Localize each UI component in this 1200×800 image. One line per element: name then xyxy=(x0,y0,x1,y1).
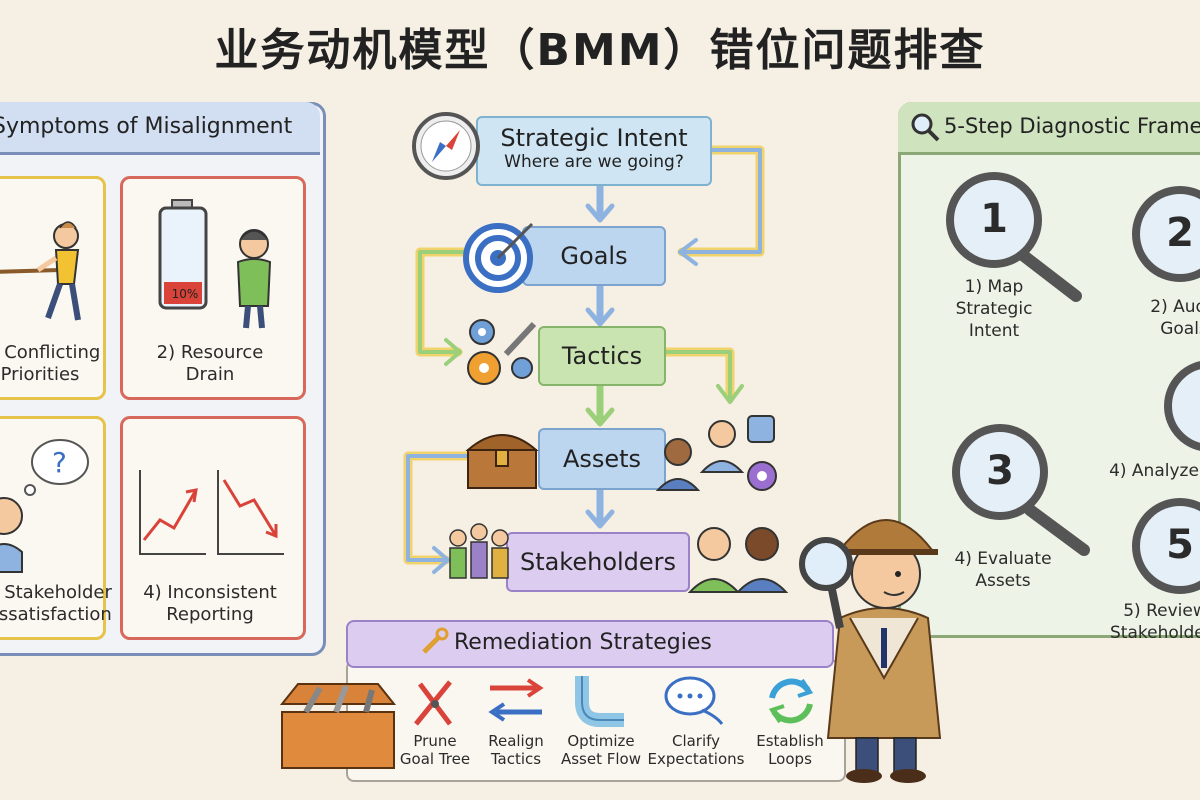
strategic-intent-title: Strategic Intent xyxy=(500,124,688,152)
rem-label-optimize: Optimize Asset Flow xyxy=(560,732,641,768)
symptom-card-resource-drain xyxy=(120,176,306,400)
refresh-loop-icon xyxy=(768,678,814,724)
tug-of-war-icon xyxy=(0,221,81,321)
group-people-icon xyxy=(449,523,509,579)
pruning-shears-icon xyxy=(414,680,452,726)
pipe-icon xyxy=(575,676,624,727)
stakeholders-box: Stakeholders xyxy=(506,532,690,592)
page-title: 业务动机模型（BMM）错位问题排查 xyxy=(214,25,986,76)
speech-bubbles-icon xyxy=(664,676,724,725)
symptom-card-conflicting xyxy=(0,176,106,400)
gears-icon xyxy=(467,319,537,385)
diverging-charts-icon xyxy=(139,470,284,555)
symptom-label-resource-drain: 2) Resource Drain xyxy=(156,342,264,385)
step-5-number: 5 xyxy=(1166,522,1194,568)
symptoms-heading: Symptoms of Misalignment xyxy=(0,114,293,139)
rem-label-establish: Establish Loops xyxy=(756,732,824,768)
rem-label-realign: Realign Tactics xyxy=(488,732,544,768)
step-3-magnifier-icon xyxy=(952,424,1090,556)
remediation-header xyxy=(346,620,834,668)
step-5-label: 5) Review Stakeholders xyxy=(1110,601,1200,643)
tactics-box: Tactics xyxy=(538,326,666,386)
svg-text:?: ? xyxy=(52,446,67,479)
diagnostic-panel-header xyxy=(898,102,1200,155)
wrench-icon xyxy=(422,627,449,654)
step-2-number: 2 xyxy=(1166,210,1194,256)
stakeholders-label: Stakeholders xyxy=(519,548,677,576)
symptom-label-stakeholder: 3) Stakeholder Dissatisfaction xyxy=(0,582,112,625)
treasure-chest-icon xyxy=(465,434,539,489)
detective-icon xyxy=(799,519,942,783)
step-1-magnifier-icon xyxy=(946,172,1082,302)
symptoms-panel-header xyxy=(0,102,320,155)
confused-person-icon: ? xyxy=(0,439,89,573)
toolbox-icon xyxy=(279,683,397,769)
team-people-icon xyxy=(655,415,777,491)
step-3-number: 3 xyxy=(986,448,1014,494)
battery-percent: 10% xyxy=(171,287,199,301)
target-icon xyxy=(463,222,534,293)
step-2-magnifier-icon xyxy=(1132,186,1200,282)
step-1-number: 1 xyxy=(980,196,1008,242)
battery-icon xyxy=(158,199,272,329)
step-5-magnifier-icon xyxy=(1132,498,1200,594)
assets-label: Assets xyxy=(562,445,642,473)
step-4-label: 4) Analyze xyxy=(1109,461,1199,481)
step-4-magnifier-icon xyxy=(1164,361,1200,451)
step-1-label: 1) Map Strategic Intent xyxy=(955,277,1033,341)
strategic-intent-box: Strategic Intent Where are we going? xyxy=(476,116,712,186)
realign-arrows-icon xyxy=(488,678,544,722)
two-people-icon xyxy=(687,527,789,593)
rem-label-prune: Prune Goal Tree xyxy=(399,732,471,768)
symptom-label-conflicting: 1) Conflicting Priorities xyxy=(0,342,101,385)
diagnostic-heading: 5-Step Diagnostic Framework xyxy=(944,114,1200,138)
tactics-label: Tactics xyxy=(561,342,643,370)
goals-label: Goals xyxy=(560,242,628,270)
magnifier-small-icon xyxy=(911,113,940,142)
remediation-heading: Remediation Strategies xyxy=(454,630,712,655)
step-2-label: 2) Audit Goals xyxy=(1150,297,1200,339)
symptom-label-reporting: 4) Inconsistent Reporting xyxy=(143,582,277,625)
rem-label-clarify: Clarify Expectations xyxy=(647,732,745,768)
compass-icon xyxy=(412,112,480,180)
step-3-label: 4) Evaluate Assets xyxy=(954,549,1052,591)
assets-box: Assets xyxy=(538,428,666,490)
goals-box: Goals xyxy=(522,226,666,286)
strategic-intent-subtitle: Where are we going? xyxy=(504,152,684,172)
